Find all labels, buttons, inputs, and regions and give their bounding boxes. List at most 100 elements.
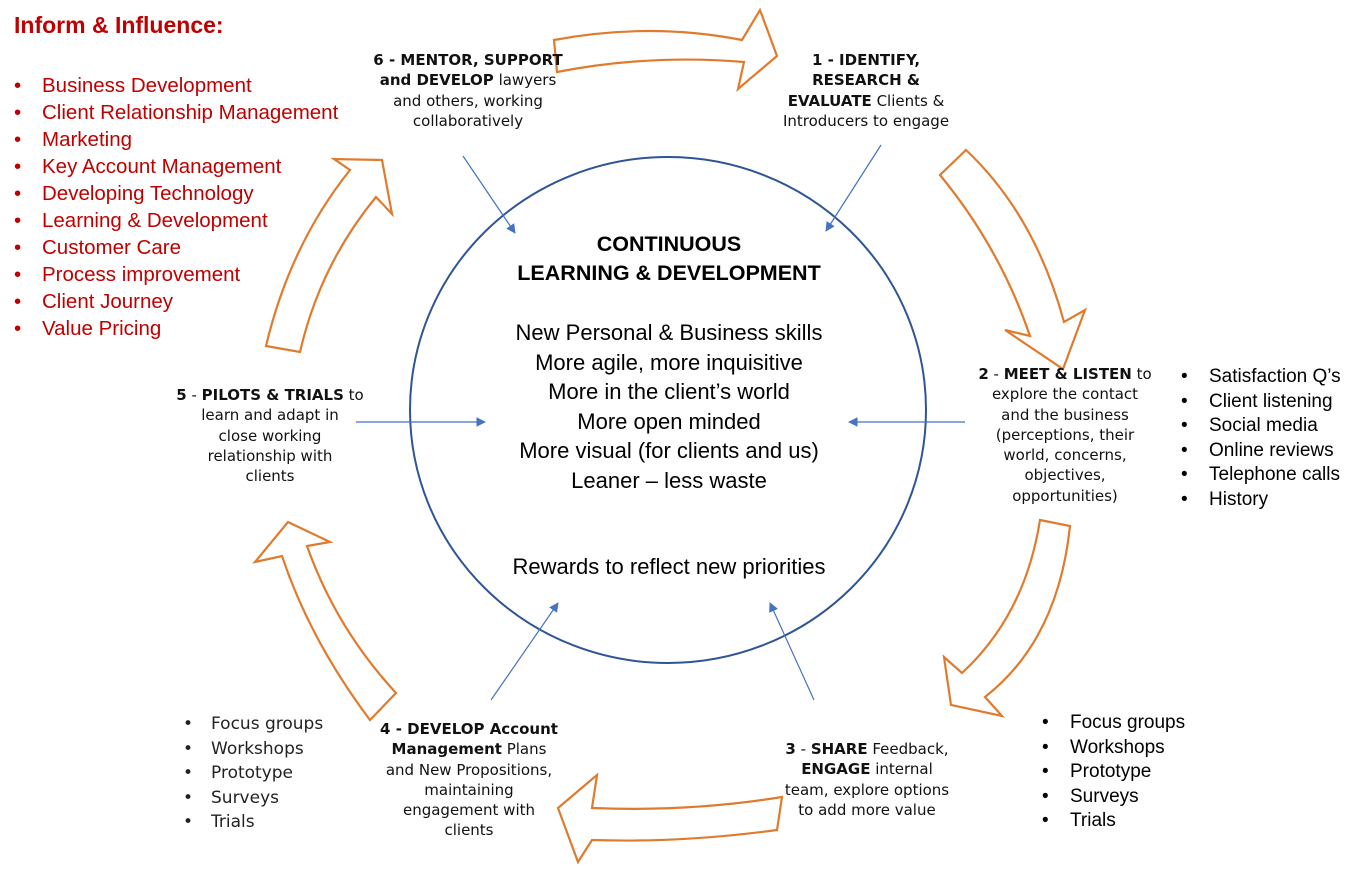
step-3-line: internal (870, 760, 933, 779)
list-item: Client listening (1181, 390, 1341, 415)
blue-arrow-from-3 (769, 602, 815, 701)
step-5-line: learn and adapt in (201, 406, 339, 425)
step-5-bold: PILOTS & TRIALS (201, 386, 344, 404)
list-item: Trials (183, 810, 323, 835)
step-6-line: and others, working (393, 91, 543, 110)
listen-channels-list: Satisfaction Q’s Client listening Social… (1181, 365, 1341, 513)
step-2-line: and the business (1001, 405, 1129, 424)
list-item: Telephone calls (1181, 463, 1341, 488)
step-5-line: to (343, 386, 364, 404)
list-item: Social media (1181, 414, 1341, 439)
inform-title: Inform & Influence: (14, 12, 224, 38)
step-5-line: clients (245, 467, 295, 486)
center-line: More in the client’s world (548, 379, 790, 404)
inform-item: Developing Technology (14, 180, 338, 207)
center-line: More open minded (577, 408, 761, 434)
step-3-bold: ENGAGE (801, 760, 871, 779)
inform-item: Key Account Management (14, 153, 338, 180)
step-6-line: lawyers (493, 71, 557, 90)
step-2-line: opportunities) (1012, 486, 1118, 505)
step-3-line: Feedback, (867, 740, 949, 758)
arrow-6-to-1 (552, 7, 779, 92)
center-benefits: New Personal & Business skills More agil… (459, 318, 879, 495)
step-1-line: Clients & (871, 91, 945, 110)
step-6-text: 6 - MENTOR, SUPPORT and DEVELOP lawyers … (370, 50, 566, 131)
step-1-bold: EVALUATE (787, 91, 872, 110)
step-3-bold: SHARE (810, 740, 868, 758)
list-item: Workshops (183, 737, 323, 762)
step-6-heading: 6 - MENTOR, SUPPORT (373, 51, 563, 69)
center-title: CONTINUOUS LEARNING & DEVELOPMENT (469, 230, 869, 288)
inform-item: Marketing (14, 126, 338, 153)
step-4-line: engagement with (402, 801, 536, 820)
step-2-line: objectives, (1024, 466, 1106, 485)
center-title-line2: LEARNING & DEVELOPMENT (517, 261, 821, 285)
inform-item: Client Relationship Management (14, 99, 338, 126)
step-4-line: Plans (501, 740, 547, 759)
step-6-bold: and DEVELOP (379, 71, 494, 90)
step-4-heading: 4 - DEVELOP Account (380, 720, 558, 738)
center-line: More visual (for clients and us) (519, 438, 819, 463)
inform-list: Business Development Client Relationship… (14, 72, 338, 342)
step-1-heading: 1 - IDENTIFY, (811, 51, 921, 69)
step-2-dash: - (988, 365, 1004, 383)
step-2-number: 2 (978, 365, 989, 383)
step-4-line: and New Propositions, (385, 760, 553, 779)
step-5-line: relationship with (207, 446, 333, 465)
inform-item: Process improvement (14, 261, 338, 288)
central-circle (409, 156, 927, 664)
arrow-1-to-2 (938, 148, 1088, 371)
step-4-line: maintaining (424, 780, 514, 799)
step-4-bold: Management (391, 740, 502, 759)
list-item: Focus groups (183, 712, 323, 737)
list-item: Workshops (1042, 736, 1185, 761)
develop-methods-list: Focus groups Workshops Prototype Surveys… (183, 712, 323, 835)
step-4-text: 4 - DEVELOP Account Management Plans and… (371, 719, 567, 841)
blue-arrow-from-1 (825, 144, 882, 232)
step-2-line: explore the contact (991, 385, 1139, 404)
center-line: New Personal & Business skills (515, 320, 823, 345)
inform-item: Client Journey (14, 288, 338, 315)
step-1-heading: RESEARCH & (812, 71, 920, 90)
step-5-dash: - (186, 386, 202, 404)
inform-item: Learning & Development (14, 207, 338, 234)
step-3-line: team, explore options (784, 780, 950, 799)
step-5-line: close working (218, 426, 322, 445)
list-item: Surveys (1042, 785, 1185, 810)
step-3-number: 3 (785, 740, 796, 758)
list-item: History (1181, 488, 1341, 513)
list-item: Trials (1042, 809, 1185, 834)
center-reward: Rewards to reflect new priorities (512, 554, 826, 579)
step-3-line: to add more value (798, 800, 936, 819)
center-line: More agile, more inquisitive (535, 349, 803, 375)
inform-item: Value Pricing (14, 315, 338, 342)
list-item: Prototype (1042, 760, 1185, 785)
list-item: Prototype (183, 761, 323, 786)
step-3-text: 3 - SHARE Feedback, ENGAGE internal team… (772, 739, 962, 820)
list-item: Focus groups (1042, 711, 1185, 736)
step-2-line: world, concerns, (1003, 446, 1127, 465)
blue-arrow-from-4 (490, 602, 559, 701)
list-item: Satisfaction Q’s (1181, 365, 1341, 390)
step-4-line: clients (444, 821, 494, 840)
step-2-bold: MEET & LISTEN (1003, 365, 1132, 383)
step-2-line: (perceptions, their (995, 425, 1135, 444)
inform-item: Business Development (14, 72, 338, 99)
arrow-2-to-3 (942, 518, 1072, 718)
step-5-text: 5 - PILOTS & TRIALS to learn and adapt i… (172, 385, 368, 486)
arrow-4-to-5 (252, 520, 398, 722)
step-3-dash: - (795, 740, 811, 758)
inform-item: Customer Care (14, 234, 338, 261)
list-item: Online reviews (1181, 439, 1341, 464)
step-1-text: 1 - IDENTIFY, RESEARCH & EVALUATE Client… (766, 50, 966, 131)
blue-arrow-from-6 (462, 155, 516, 234)
step-5-number: 5 (176, 386, 187, 404)
center-title-line1: CONTINUOUS (596, 232, 742, 256)
share-methods-list: Focus groups Workshops Prototype Surveys… (1042, 711, 1185, 834)
step-2-line: to (1131, 365, 1152, 383)
step-2-text: 2 - MEET & LISTEN to explore the contact… (970, 364, 1160, 506)
step-1-line: Introducers to engage (782, 111, 950, 130)
list-item: Surveys (183, 786, 323, 811)
step-6-line: collaboratively (412, 111, 524, 130)
arrow-3-to-4 (556, 772, 784, 865)
